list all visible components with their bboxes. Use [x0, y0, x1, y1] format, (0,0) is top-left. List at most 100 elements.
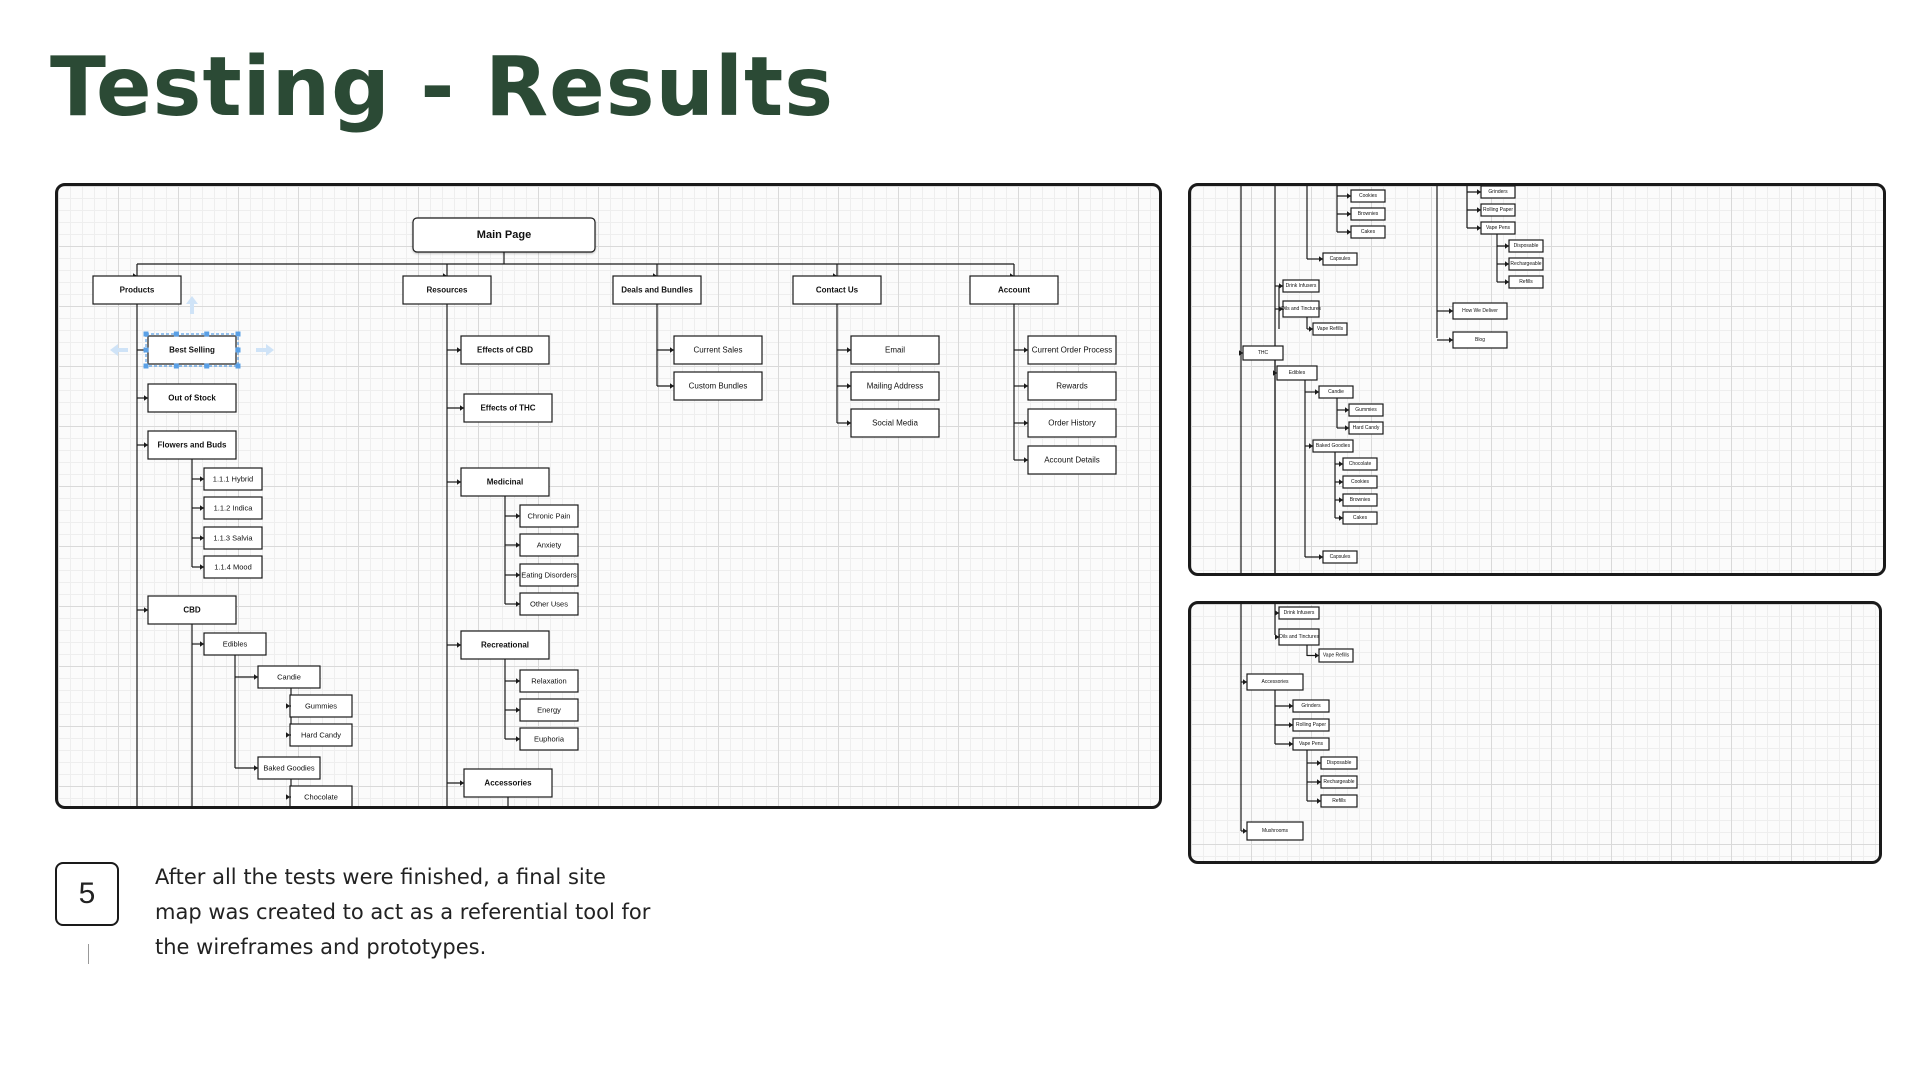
sitemap-node-current-order[interactable]: Current Order Process — [1027, 335, 1117, 365]
sitemap-node-label: Flowers and Buds — [158, 441, 227, 450]
sitemap-node-oils-tinctures[interactable]: Oils and Tinctures — [1278, 628, 1320, 646]
sitemap-node-rechargeable[interactable]: Rechargeable — [1508, 257, 1544, 271]
selection-handles[interactable] — [110, 296, 274, 369]
sitemap-node-label: Disposable — [1327, 760, 1352, 766]
sitemap-node-label: Effects of THC — [480, 404, 535, 413]
sitemap-node-other-uses[interactable]: Other Uses — [519, 592, 579, 616]
sitemap-node-baked-goodies[interactable]: Baked Goodies — [257, 756, 321, 780]
sitemap-node-brownies2[interactable]: Brownies — [1342, 493, 1378, 507]
sitemap-node-recreational[interactable]: Recreational — [460, 630, 550, 660]
sitemap-node-main-page[interactable]: Main Page — [412, 217, 596, 253]
sitemap-node-chocolate[interactable]: Chocolate — [1342, 457, 1378, 471]
sitemap-node-cakes2[interactable]: Cakes — [1342, 511, 1378, 525]
sitemap-node-order-history[interactable]: Order History — [1027, 408, 1117, 438]
sitemap-node-vape-refills[interactable]: Vape Refills — [1318, 648, 1354, 663]
sitemap-node-oils-tinctures[interactable]: Oils and Tinctures — [1281, 300, 1322, 318]
sitemap-node-vape-refills[interactable]: Vape Refills — [1312, 322, 1348, 336]
sitemap-node-blog[interactable]: Blog — [1452, 331, 1508, 349]
sitemap-node-grinders[interactable]: Grinders — [1480, 186, 1516, 199]
sitemap-node-candie[interactable]: Candie — [257, 665, 321, 689]
sitemap-node-rechargeable[interactable]: Rechargeable — [1320, 775, 1358, 789]
sitemap-node-label: Refills — [1519, 279, 1533, 285]
sitemap-node-accessories[interactable]: Accessories — [1246, 673, 1304, 691]
sitemap-node-vape-pens[interactable]: Vape Pens — [1480, 221, 1516, 235]
sitemap-node-mailing-address[interactable]: Mailing Address — [850, 371, 940, 401]
sitemap-node-email[interactable]: Email — [850, 335, 940, 365]
sitemap-node-label: 1.1.3 Salvia — [213, 534, 253, 543]
sitemap-node-medicinal[interactable]: Medicinal — [460, 467, 550, 497]
sitemap-node-flowers[interactable]: Flowers and Buds — [147, 430, 237, 460]
sitemap-node-eating-disorders[interactable]: Eating Disorders — [519, 563, 579, 587]
sitemap-node-custom-bundles[interactable]: Custom Bundles — [673, 371, 763, 401]
sitemap-node-gummies[interactable]: Gummies — [289, 694, 353, 718]
sitemap-node-label: Gummies — [1355, 407, 1377, 413]
sitemap-node-label: Rechargeable — [1323, 779, 1354, 785]
sitemap-node-effects-cbd[interactable]: Effects of CBD — [460, 335, 550, 365]
sitemap-node-label: Grinders — [1301, 703, 1321, 709]
sitemap-node-label: Accessories — [484, 779, 532, 788]
sitemap-node-cakes[interactable]: Cakes — [1350, 225, 1386, 239]
sitemap-node-edibles[interactable]: Edibles — [1276, 365, 1318, 381]
sitemap-node-products[interactable]: Products — [92, 275, 182, 305]
sitemap-node-deals[interactable]: Deals and Bundles — [612, 275, 702, 305]
sitemap-node-account-details[interactable]: Account Details — [1027, 445, 1117, 475]
sitemap-node-capsules[interactable]: Capsules — [1322, 252, 1358, 266]
sitemap-node-indica[interactable]: 1.1.2 Indica — [203, 496, 263, 520]
sitemap-node-vape-pens[interactable]: Vape Pens — [1292, 737, 1330, 751]
sitemap-node-resources[interactable]: Resources — [402, 275, 492, 305]
sitemap-node-candie[interactable]: Candie — [1318, 385, 1354, 399]
sitemap-node-hybrid[interactable]: 1.1.1 Hybrid — [203, 467, 263, 491]
sitemap-node-salvia[interactable]: 1.1.3 Salvia — [203, 526, 263, 550]
sitemap-node-label: Candie — [1328, 389, 1344, 395]
sitemap-node-baked-goodies[interactable]: Baked Goodies — [1312, 439, 1354, 453]
sitemap-node-current-sales[interactable]: Current Sales — [673, 335, 763, 365]
sitemap-node-refills[interactable]: Refills — [1320, 794, 1358, 808]
sitemap-node-relaxation[interactable]: Relaxation — [519, 669, 579, 693]
sitemap-node-chronic-pain[interactable]: Chronic Pain — [519, 504, 579, 528]
sitemap-node-label: Mushrooms — [1262, 828, 1289, 834]
sitemap-node-cookies2[interactable]: Cookies — [1342, 475, 1378, 489]
sitemap-node-cookies[interactable]: Cookies — [1350, 189, 1386, 203]
sitemap-node-cbd[interactable]: CBD — [147, 595, 237, 625]
sitemap-node-best-selling[interactable]: Best Selling — [147, 335, 237, 365]
sitemap-node-how-we-deliver[interactable]: How We Deliver — [1452, 302, 1508, 320]
sitemap-node-rolling-paper[interactable]: Rolling Paper — [1292, 718, 1330, 732]
sitemap-node-mushrooms[interactable]: Mushrooms — [1246, 821, 1304, 841]
sitemap-node-label: Social Media — [872, 419, 918, 428]
sitemap-node-brownies[interactable]: Brownies — [1350, 207, 1386, 221]
page-title: Testing - Results — [50, 40, 835, 135]
sitemap-node-refills[interactable]: Refills — [1508, 275, 1544, 289]
sitemap-node-rewards[interactable]: Rewards — [1027, 371, 1117, 401]
sitemap-node-label: Chronic Pain — [528, 512, 571, 521]
sitemap-node-chocolate[interactable]: Chocolate — [289, 785, 353, 806]
sitemap-node-social-media[interactable]: Social Media — [850, 408, 940, 438]
sitemap-node-label: Anxiety — [537, 541, 562, 550]
sitemap-node-euphoria[interactable]: Euphoria — [519, 727, 579, 751]
sitemap-node-thc[interactable]: THC — [1242, 345, 1284, 361]
sitemap-node-out-of-stock[interactable]: Out of Stock — [147, 383, 237, 413]
sitemap-node-anxiety[interactable]: Anxiety — [519, 533, 579, 557]
sitemap-node-label: Brownies — [1350, 497, 1371, 503]
sitemap-node-hard-candy[interactable]: Hard Candy — [1348, 421, 1384, 435]
sitemap-node-accessories[interactable]: Accessories — [463, 768, 553, 798]
sitemap-node-label: Baked Goodies — [263, 764, 315, 773]
sitemap-node-capsules2[interactable]: Capsules — [1322, 550, 1358, 564]
sitemap-node-effects-thc[interactable]: Effects of THC — [463, 393, 553, 423]
sitemap-node-drinks-infusers[interactable]: Drink Infusers — [1282, 279, 1320, 293]
sitemap-node-mood[interactable]: 1.1.4 Mood — [203, 555, 263, 579]
sitemap-node-label: Vape Pens — [1299, 741, 1324, 747]
sitemap-node-edibles[interactable]: Edibles — [203, 632, 267, 656]
sitemap-node-grinders[interactable]: Grinders — [1292, 699, 1330, 713]
sitemap-node-contact[interactable]: Contact Us — [792, 275, 882, 305]
sitemap-node-account[interactable]: Account — [969, 275, 1059, 305]
sitemap-node-disposable[interactable]: Disposable — [1320, 756, 1358, 770]
sitemap-node-drinks-infusers[interactable]: Drink Infusers — [1278, 606, 1320, 620]
sitemap-node-disposable[interactable]: Disposable — [1508, 239, 1544, 253]
sitemap-node-energy[interactable]: Energy — [519, 698, 579, 722]
sitemap-node-rolling-paper[interactable]: Rolling Paper — [1480, 203, 1516, 217]
sitemap-node-gummies[interactable]: Gummies — [1348, 403, 1384, 417]
sitemap-node-hard-candy[interactable]: Hard Candy — [289, 723, 353, 747]
